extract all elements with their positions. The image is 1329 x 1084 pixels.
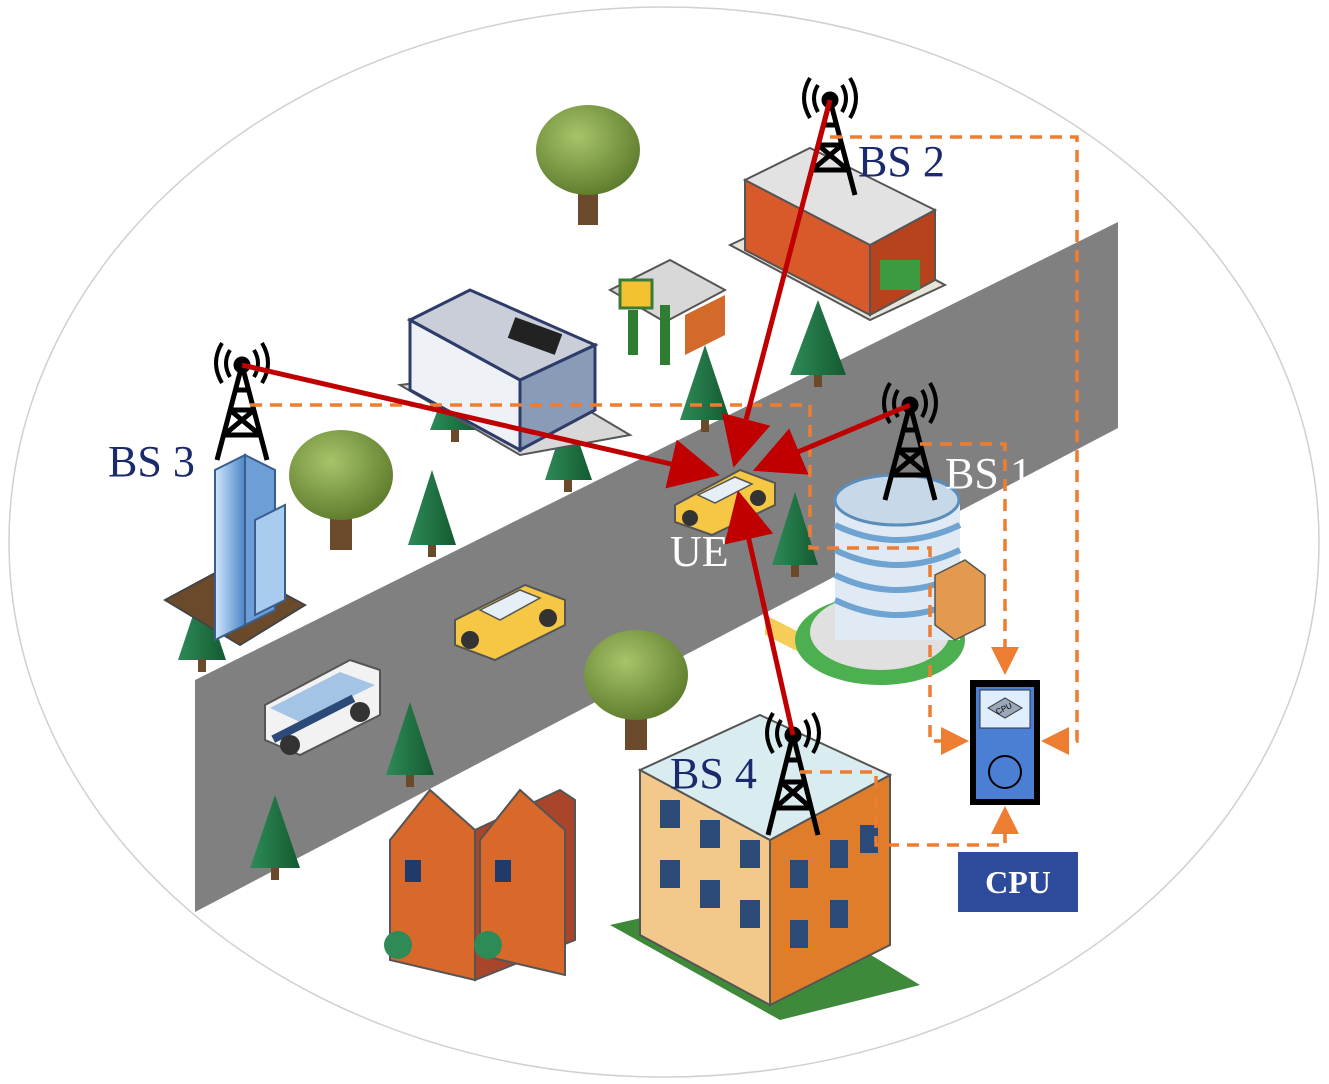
store-building-icon: [727, 146, 948, 676]
apartment-building-icon: [610, 713, 920, 1020]
signal-bs2-ue: [721, 99, 833, 468]
bs2-label: BS 2: [858, 137, 945, 186]
antenna-tower-icon: [765, 711, 821, 836]
bs1-label: BS 1: [945, 449, 1032, 498]
tree-icon: [584, 630, 688, 750]
ue-label: UE: [670, 527, 729, 576]
skyscraper-icon: [162, 453, 308, 647]
backhaul-bs3: [250, 403, 969, 755]
tree-icon: [536, 105, 640, 225]
house-icon: [384, 788, 576, 982]
round-building-icon: [795, 473, 986, 685]
cpu-device-icon: CPU: [970, 680, 1040, 805]
signal-bs3-ue: [241, 362, 720, 489]
bs3-label: BS 3: [108, 437, 195, 486]
bus-icon: [264, 658, 381, 757]
taxi-icon: [454, 583, 566, 662]
backhaul-bs1: [920, 442, 1019, 675]
gas-station-icon: [607, 258, 728, 365]
bs4-label: BS 4: [670, 749, 757, 798]
backhaul-bs4: [800, 770, 1019, 847]
road: [195, 222, 1118, 912]
signal-bs4-ue: [724, 490, 796, 736]
signal-links: [241, 99, 911, 736]
backhaul-bs2: [830, 135, 1079, 755]
backhaul-links: [250, 135, 1079, 847]
tree-icon: [289, 430, 393, 550]
signal-bs1-ue: [752, 402, 911, 475]
cpu-label: CPU: [958, 852, 1078, 912]
office-building-icon: [396, 288, 633, 457]
